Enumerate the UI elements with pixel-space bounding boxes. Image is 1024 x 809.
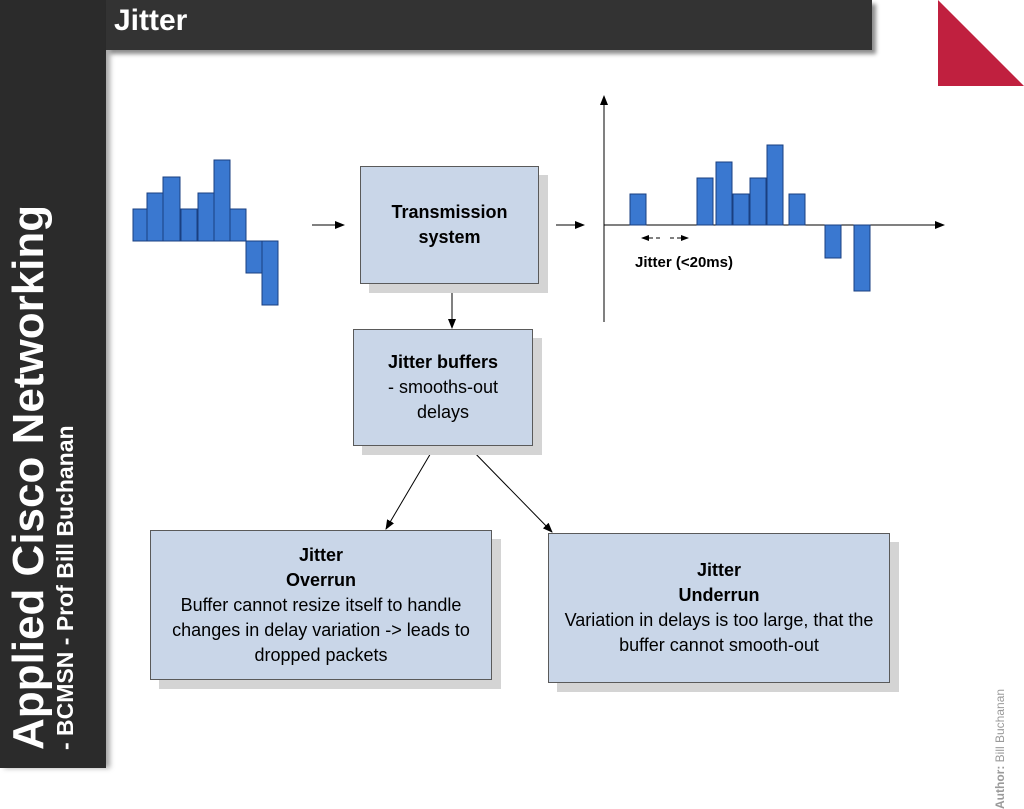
- input-bar: [132, 208, 148, 242]
- output-bar: [696, 177, 714, 226]
- input-bar: [245, 240, 263, 274]
- transmission-system-box: Transmission system: [360, 166, 539, 284]
- author-label: Author:: [993, 765, 1007, 809]
- output-bar: [629, 193, 647, 226]
- input-bar: [162, 176, 181, 242]
- jitter-buffers-body: - smooths-out delays: [387, 377, 499, 422]
- overrun-body: Buffer cannot resize itself to handle ch…: [172, 594, 470, 665]
- output-bar: [766, 144, 784, 226]
- output-bar: [824, 224, 842, 259]
- overrun-header-2: Overrun: [285, 569, 357, 590]
- diagram: [132, 95, 945, 533]
- output-bar: [715, 161, 733, 226]
- output-bar: [749, 177, 767, 226]
- transmission-system-label: Transmission system: [391, 202, 508, 247]
- title-bar: Jitter: [106, 0, 872, 50]
- output-signal: [629, 144, 871, 292]
- input-signal: [132, 159, 279, 306]
- arrow-buffers-to-underrun: [467, 445, 553, 533]
- underrun-header-2: Underrun: [678, 585, 760, 605]
- jitter-underrun-box: Jitter Underrun Variation in delays is t…: [548, 533, 890, 683]
- slide-title: Jitter: [114, 4, 188, 37]
- input-bar: [197, 192, 215, 242]
- arrow-buffers-to-overrun: [385, 445, 436, 530]
- author-name: Bill Buchanan: [993, 688, 1007, 763]
- jitter-label: Jitter (<20ms): [635, 254, 733, 271]
- input-bar: [229, 208, 247, 242]
- jitter-overrun-box: Jitter Overrun Buffer cannot resize itse…: [150, 530, 492, 680]
- jitter-buffers-header: Jitter buffers: [387, 352, 499, 372]
- output-bar: [853, 224, 871, 292]
- overrun-header-1: Jitter: [298, 544, 343, 565]
- input-bar: [261, 240, 279, 306]
- input-bar: [146, 192, 164, 242]
- input-bar: [213, 159, 231, 242]
- jitter-interval-indicator: [641, 235, 689, 241]
- output-bar: [732, 193, 750, 226]
- jitter-buffers-box: Jitter buffers - smooths-out delays: [353, 329, 533, 446]
- author-credit: Author: Bill Buchanan: [993, 569, 1009, 809]
- underrun-body: Variation in delays is too large, that t…: [564, 610, 874, 655]
- sidebar: Applied Cisco Networking - BCMSN - Prof …: [0, 0, 106, 768]
- input-bar: [180, 208, 198, 242]
- underrun-header-1: Jitter: [696, 560, 741, 580]
- output-bar: [788, 193, 806, 226]
